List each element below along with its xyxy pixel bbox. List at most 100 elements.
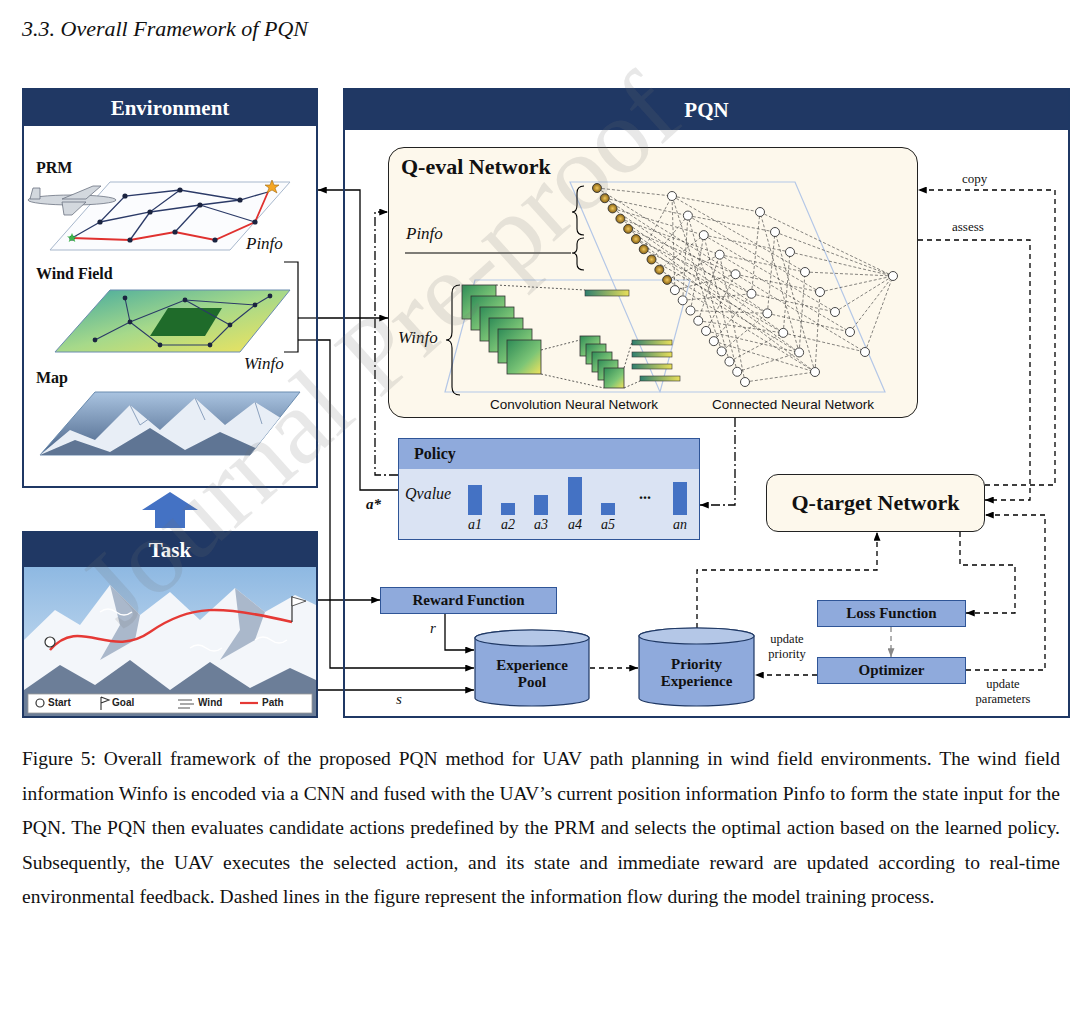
state-bracket [298,317,318,318]
header-band: Policy [399,439,699,469]
fc-network [624,224,633,233]
fc-network [686,306,695,315]
prm-graph [200,205,255,222]
fc-network [628,229,799,353]
fc-network [593,184,898,387]
fc-network [608,204,617,213]
network-box: Q-eval Network [388,147,918,418]
terrain-map [40,398,300,455]
fc-network [771,228,780,237]
fc-network [683,211,692,220]
node-text: Q-target Network [792,490,960,516]
policy-chart [398,438,700,540]
figure-label: a4 [568,517,582,533]
task-picture [24,565,316,716]
node-text: Optimizer [859,662,925,679]
task-picture [100,609,132,615]
fc-network [694,316,703,325]
task-picture [36,699,44,707]
fc-network [745,372,815,382]
task-picture [24,660,316,716]
prm-graph [62,186,101,199]
connector [918,190,1055,485]
connector [375,212,398,475]
edge-label: r [430,621,436,636]
terrain-map [40,398,300,455]
cnn-layers [604,368,624,388]
legend-item: Goal [112,696,134,710]
cylinder-body [475,630,589,706]
state-bracket [298,339,318,340]
prm-graph [265,180,279,193]
figure-label: Connected Neural Network [712,397,874,413]
task-picture [190,645,222,651]
fc-network [729,333,783,362]
figure-label: ... [639,486,651,502]
figure-label: a3 [534,517,548,533]
legend-item: Path [262,696,284,710]
fc-network [698,321,783,333]
cnn-layers [541,374,604,388]
fc-network [672,196,760,212]
cnn-layers [541,340,580,350]
prm-graph [147,209,152,214]
cnn-layers [496,285,585,290]
header-band: Task [24,533,316,567]
connector [700,418,735,505]
figure-label: Qvalue [405,486,451,502]
connector [590,667,638,668]
policy-box: Policy [398,438,700,540]
fc-network [720,255,850,332]
fc-network [620,219,719,255]
fc-network [889,272,898,281]
policy-chart [534,495,548,515]
figure-label: a1 [468,517,482,533]
node-text: PQN [684,98,728,123]
fc-network [775,232,893,276]
connector [318,689,474,690]
input-braces [446,285,460,395]
prm-graph [50,182,290,250]
fc-network [704,235,737,372]
fc-network [613,208,768,313]
fc-network [704,235,835,312]
fc-network [865,276,893,352]
node-text: Environment [111,96,230,121]
fc-network [636,239,751,294]
cnn-layers [624,342,632,368]
prm-graph [62,202,86,215]
connector [890,627,891,657]
figure-label: Pinfo [406,226,443,242]
fc-network [815,292,820,372]
legend-text: Start [48,696,71,710]
node-text: Loss Function [846,605,936,622]
figure-label: Wind Field [36,266,113,282]
fc-network [820,276,893,292]
prm-graph [130,212,150,240]
task-picture [24,585,316,716]
process-box: Reward Function [380,587,557,614]
state-bracket [284,262,298,352]
fc-network [655,265,664,274]
wind-field [130,305,255,345]
connector [318,599,380,600]
node-text: Priority Experience [645,656,748,690]
cnn-layers [585,290,680,381]
wind-field [268,294,273,299]
fc-network [699,231,708,240]
cnn-layers [640,376,680,381]
connector [318,317,388,318]
wind-field [253,303,258,308]
wind-field [125,298,130,322]
prm-graph [122,193,127,198]
task-panel: Task [22,531,318,718]
fc-network [861,348,870,357]
wind-field [150,308,222,336]
fc-network [647,255,656,264]
cnn-layers [507,340,541,374]
prm-graph [175,205,200,232]
terrain-map [130,398,262,425]
figure-label: Winfo [244,356,284,372]
prm-graph [30,188,40,199]
wind-field [185,300,230,325]
